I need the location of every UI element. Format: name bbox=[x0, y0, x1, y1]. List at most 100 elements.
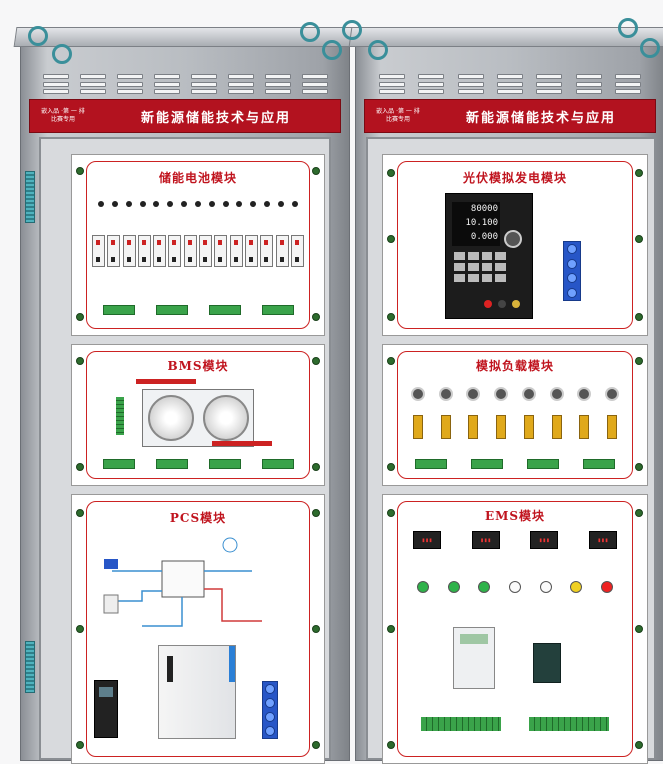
load-switch-knob[interactable] bbox=[577, 387, 592, 401]
socket[interactable] bbox=[265, 712, 275, 722]
vent bbox=[227, 74, 254, 94]
socket[interactable] bbox=[265, 684, 275, 694]
load-switch-knob[interactable] bbox=[549, 387, 564, 401]
key[interactable] bbox=[467, 263, 479, 271]
jack[interactable] bbox=[236, 201, 243, 207]
key[interactable] bbox=[467, 274, 479, 282]
jack[interactable] bbox=[222, 201, 229, 207]
terminal-block[interactable] bbox=[208, 459, 241, 469]
terminal-block[interactable] bbox=[261, 305, 294, 315]
jack[interactable] bbox=[291, 201, 298, 207]
breaker[interactable] bbox=[290, 235, 304, 267]
ems-panel: EMS模块 ▮▮▮ ▮▮▮ ▮▮▮ ▮▮▮ bbox=[382, 494, 648, 764]
terminal-block[interactable] bbox=[527, 459, 559, 469]
jack[interactable] bbox=[98, 201, 104, 207]
breaker[interactable] bbox=[183, 235, 197, 267]
breaker[interactable] bbox=[260, 235, 274, 267]
terminal-black[interactable] bbox=[498, 300, 506, 308]
key[interactable] bbox=[454, 274, 465, 282]
screw bbox=[76, 167, 84, 175]
terminal-block[interactable] bbox=[471, 459, 503, 469]
indicator-lamp-yellow[interactable] bbox=[570, 581, 583, 593]
indicator-lamp-green[interactable] bbox=[478, 581, 491, 593]
breaker[interactable] bbox=[137, 235, 151, 267]
pv-knob[interactable] bbox=[504, 230, 522, 248]
indicator-lamp-white[interactable] bbox=[539, 581, 552, 593]
terminal-red[interactable] bbox=[484, 300, 492, 308]
key[interactable] bbox=[481, 252, 493, 260]
key[interactable] bbox=[467, 252, 479, 260]
key[interactable] bbox=[481, 263, 493, 271]
socket[interactable] bbox=[567, 258, 577, 269]
breaker[interactable] bbox=[122, 235, 136, 267]
load-switch-knob[interactable] bbox=[521, 387, 536, 401]
panel-border bbox=[397, 351, 633, 479]
jack[interactable] bbox=[277, 201, 284, 207]
screw bbox=[76, 509, 84, 517]
indicator-lamp-red[interactable] bbox=[600, 581, 613, 593]
terminal-block[interactable] bbox=[155, 305, 188, 315]
key[interactable] bbox=[481, 274, 493, 282]
indicator-lamp-white[interactable] bbox=[508, 581, 521, 593]
jack[interactable] bbox=[111, 201, 118, 207]
breaker[interactable] bbox=[275, 235, 289, 267]
bms-red-label bbox=[212, 441, 272, 446]
vent bbox=[418, 74, 445, 94]
socket[interactable] bbox=[567, 244, 577, 255]
load-resistor bbox=[551, 415, 562, 439]
vent bbox=[190, 74, 217, 94]
breaker[interactable] bbox=[244, 235, 258, 267]
breaker[interactable] bbox=[214, 235, 228, 267]
load-switch-knob[interactable] bbox=[411, 387, 425, 401]
jack[interactable] bbox=[153, 201, 160, 207]
breaker[interactable] bbox=[107, 235, 121, 267]
vent bbox=[79, 74, 106, 94]
key[interactable] bbox=[495, 263, 506, 271]
terminal-block[interactable] bbox=[415, 459, 447, 469]
socket[interactable] bbox=[567, 273, 577, 284]
terminal-block[interactable] bbox=[102, 305, 135, 315]
breaker[interactable] bbox=[168, 235, 182, 267]
vent bbox=[153, 74, 180, 94]
inverter-display bbox=[167, 656, 173, 682]
socket[interactable] bbox=[265, 726, 275, 736]
bms-board bbox=[142, 389, 254, 447]
header-title: 新能源储能技术与应用 bbox=[465, 110, 616, 126]
key[interactable] bbox=[495, 252, 506, 260]
terminal-strip[interactable] bbox=[529, 717, 609, 731]
socket[interactable] bbox=[567, 287, 577, 298]
breaker[interactable] bbox=[229, 235, 243, 267]
terminal-block[interactable] bbox=[583, 459, 615, 469]
key[interactable] bbox=[454, 252, 465, 260]
terminal-block[interactable] bbox=[102, 459, 135, 469]
terminal-row bbox=[92, 459, 304, 469]
jack[interactable] bbox=[139, 201, 146, 207]
jack[interactable] bbox=[167, 201, 174, 207]
breaker[interactable] bbox=[153, 235, 167, 267]
screw bbox=[312, 625, 320, 633]
breaker[interactable] bbox=[92, 235, 105, 267]
terminal-block[interactable] bbox=[261, 459, 294, 469]
terminal-block[interactable] bbox=[155, 459, 188, 469]
jack[interactable] bbox=[250, 201, 257, 207]
indicator-lamp-green[interactable] bbox=[417, 581, 429, 593]
key[interactable] bbox=[495, 274, 506, 282]
load-switch-knob[interactable] bbox=[438, 387, 453, 401]
socket[interactable] bbox=[265, 698, 275, 708]
jack[interactable] bbox=[264, 201, 271, 207]
terminal-block[interactable] bbox=[208, 305, 241, 315]
breaker[interactable] bbox=[199, 235, 213, 267]
terminal-gold[interactable] bbox=[512, 300, 520, 308]
vent bbox=[42, 74, 69, 94]
load-switch-knob[interactable] bbox=[466, 387, 481, 401]
jack[interactable] bbox=[181, 201, 188, 207]
terminal-strip[interactable] bbox=[421, 717, 501, 731]
key[interactable] bbox=[454, 263, 465, 271]
inverter-box bbox=[161, 560, 205, 598]
indicator-lamp-green[interactable] bbox=[447, 581, 460, 593]
jack[interactable] bbox=[125, 201, 132, 207]
load-switch-knob[interactable] bbox=[494, 387, 509, 401]
load-switch-knob[interactable] bbox=[604, 387, 619, 401]
jack[interactable] bbox=[194, 201, 201, 207]
jack[interactable] bbox=[208, 201, 215, 207]
